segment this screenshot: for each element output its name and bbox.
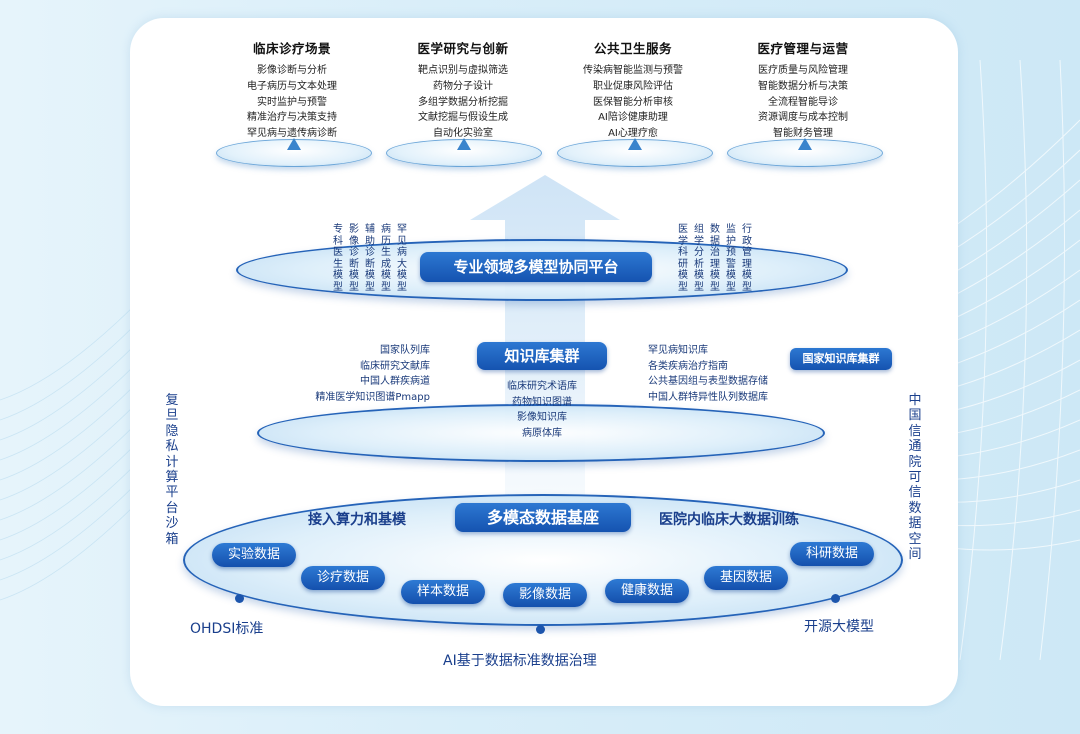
kb-item: 精准医学知识图谱Pmapp [310,390,430,406]
kb-item: 中国人群疾病道 [310,374,430,390]
kb-item: 临床研究术语库 [480,379,604,395]
triangle-icon [628,138,642,150]
app-item: 智能数据分析与决策 [723,79,883,95]
model-label: 数据治理模型 [709,224,721,293]
bottom-right-label: 开源大模型 [804,616,874,636]
triangle-icon [798,138,812,150]
kb-item: 病原体库 [480,426,604,442]
model-label: 病历生成模型 [380,224,392,293]
pedestal [727,139,883,167]
model-label: 影像诊断模型 [348,224,360,293]
app-item: 靶点识别与虚拟筛选 [383,63,543,79]
knowledge-center-list: 临床研究术语库 药物知识图谱 影像知识库 病原体库 [480,379,604,441]
triangle-icon [287,138,301,150]
decorative-wave-left [0,0,140,734]
app-item: 实时监护与预警 [212,95,372,111]
data-pill: 样本数据 [401,580,485,604]
app-item: 多组学数据分析挖掘 [383,95,543,111]
kb-item: 国家队列库 [310,343,430,359]
side-label-right: 中国信通院可信数据空间 [907,393,923,562]
app-research: 医学研究与创新 靶点识别与虚拟筛选 药物分子设计 多组学数据分析挖掘 文献挖掘与… [383,38,543,142]
pedestal [557,139,713,167]
app-management: 医疗管理与运营 医疗质量与风险管理 智能数据分析与决策 全流程智能导诊 资源调度… [723,38,883,142]
app-item: 职业促康风险评估 [553,79,713,95]
knowledge-left-list: 国家队列库 临床研究文献库 中国人群疾病道 精准医学知识图谱Pmapp [310,343,430,405]
bottom-left-label: OHDSI标准 [190,618,263,638]
base-title: 多模态数据基座 [455,503,631,532]
app-item: 精准治疗与决策支持 [212,110,372,126]
knowledge-right-list: 罕见病知识库 各类疾病治疗指南 公共基因组与表型数据存储 中国人群特异性队列数据… [648,343,768,405]
pedestal [216,139,372,167]
data-pill: 科研数据 [790,542,874,566]
app-title: 临床诊疗场景 [212,38,372,57]
app-public-health: 公共卫生服务 传染病智能监测与预警 职业促康风险评估 医保智能分析审核 AI陪诊… [553,38,713,142]
app-title: 公共卫生服务 [553,38,713,57]
kb-item: 公共基因组与表型数据存储 [648,374,768,390]
anchor-dot [831,594,840,603]
model-label: 行政管理模型 [741,224,753,293]
side-label-left: 复旦隐私计算平台沙箱 [164,393,180,547]
app-clinical: 临床诊疗场景 影像诊断与分析 电子病历与文本处理 实时监护与预警 精准治疗与决策… [212,38,372,142]
anchor-dot [536,625,545,634]
kb-item: 中国人群特异性队列数据库 [648,390,768,406]
app-title: 医学研究与创新 [383,38,543,57]
model-label: 医学科研模型 [677,224,689,293]
bottom-center-label: AI基于数据标准数据治理 [443,650,597,670]
model-label: 监护预警模型 [725,224,737,293]
data-pill: 基因数据 [704,566,788,590]
app-item: 医疗质量与风险管理 [723,63,883,79]
pedestal [386,139,542,167]
kb-item: 药物知识图谱 [480,395,604,411]
data-pill: 实验数据 [212,543,296,567]
kb-item: 罕见病知识库 [648,343,768,359]
data-pill: 诊疗数据 [301,566,385,590]
model-label: 罕见病大模型 [396,224,408,293]
platform-title: 专业领域多模型协同平台 [420,252,652,282]
app-item: AI陪诊健康助理 [553,110,713,126]
model-label: 组学分析模型 [693,224,705,293]
app-item: 资源调度与成本控制 [723,110,883,126]
kb-item: 各类疾病治疗指南 [648,359,768,375]
base-left-label: 接入算力和基模 [308,509,406,529]
triangle-icon [457,138,471,150]
app-title: 医疗管理与运营 [723,38,883,57]
app-item: 医保智能分析审核 [553,95,713,111]
kb-item: 临床研究文献库 [310,359,430,375]
data-pill: 健康数据 [605,579,689,603]
app-item: 影像诊断与分析 [212,63,372,79]
app-item: 全流程智能导诊 [723,95,883,111]
app-item: 电子病历与文本处理 [212,79,372,95]
model-label: 专科医生模型 [332,224,344,293]
knowledge-title: 知识库集群 [477,342,607,370]
model-label: 辅助诊断模型 [364,224,376,293]
app-item: 文献挖掘与假设生成 [383,110,543,126]
base-right-label: 医院内临床大数据训练 [659,509,799,529]
app-item: 药物分子设计 [383,79,543,95]
national-knowledge-tag: 国家知识库集群 [790,348,892,370]
anchor-dot [235,594,244,603]
app-item: 传染病智能监测与预警 [553,63,713,79]
data-pill: 影像数据 [503,583,587,607]
kb-item: 影像知识库 [480,410,604,426]
